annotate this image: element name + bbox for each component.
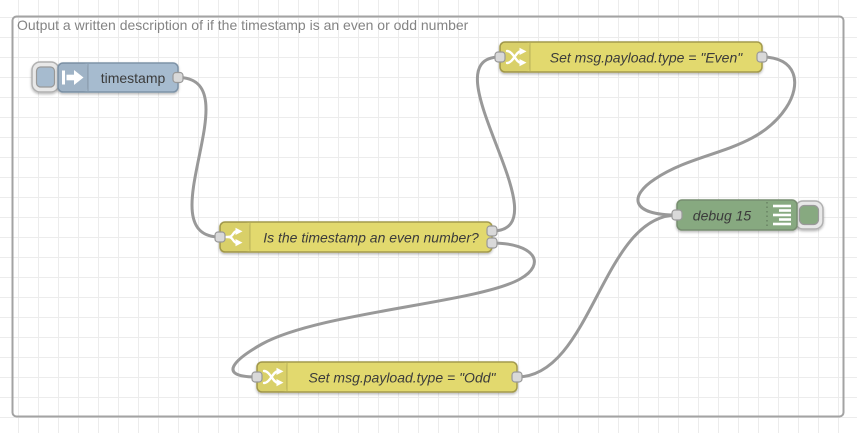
switch-fork-icon (223, 227, 243, 247)
change-even-node-label: Set msg.payload.type = "Even" (550, 50, 743, 66)
change-odd-output-port[interactable] (511, 371, 523, 383)
switch-input-port[interactable] (214, 231, 226, 243)
group-border[interactable] (11, 15, 845, 418)
inject-arrow-icon (62, 70, 84, 85)
change-swap-icon (505, 47, 527, 67)
change-odd-node-label: Set msg.payload.type = "Odd" (309, 370, 497, 386)
debug-input-port[interactable] (671, 209, 683, 221)
inject-node-label: timestamp (101, 70, 166, 86)
wire-change-odd-to-debug[interactable] (515, 213, 679, 379)
switch-icon-region (220, 222, 250, 252)
group-label: Output a written description of if the t… (17, 17, 469, 33)
node-change-set-odd[interactable]: Set msg.payload.type = "Odd" (251, 361, 523, 393)
change-swap-icon (262, 367, 284, 387)
switch-output-port-1[interactable] (486, 225, 498, 237)
debug-toggle-button-face[interactable] (798, 204, 820, 226)
node-debug-15[interactable]: debug 15 (671, 199, 824, 231)
wire-switch-out2-to-change-odd[interactable] (231, 241, 536, 379)
change-odd-input-port[interactable] (251, 371, 263, 383)
debug-node-label: debug 15 (693, 208, 752, 224)
wire-change-even-to-debug[interactable] (636, 55, 797, 217)
node-inject-timestamp[interactable]: timestamp (31, 61, 184, 93)
wire-switch-out1-to-change-even[interactable] (476, 55, 516, 233)
wires (176, 55, 797, 379)
switch-node-label: Is the timestamp an even number? (263, 230, 479, 246)
change-even-output-port[interactable] (756, 51, 768, 63)
switch-output-port-2[interactable] (486, 237, 498, 249)
flow-group[interactable]: Output a written description of if the t… (11, 15, 845, 418)
node-change-set-even[interactable]: Set msg.payload.type = "Even" (494, 41, 768, 73)
wire-timestamp-to-switch[interactable] (176, 76, 222, 239)
change-even-input-port[interactable] (494, 51, 506, 63)
inject-trigger-button-face[interactable] (35, 66, 56, 88)
debug-list-icon (773, 204, 791, 226)
node-switch-even-check[interactable]: Is the timestamp an even number? (214, 221, 498, 253)
inject-output-port[interactable] (172, 71, 184, 84)
